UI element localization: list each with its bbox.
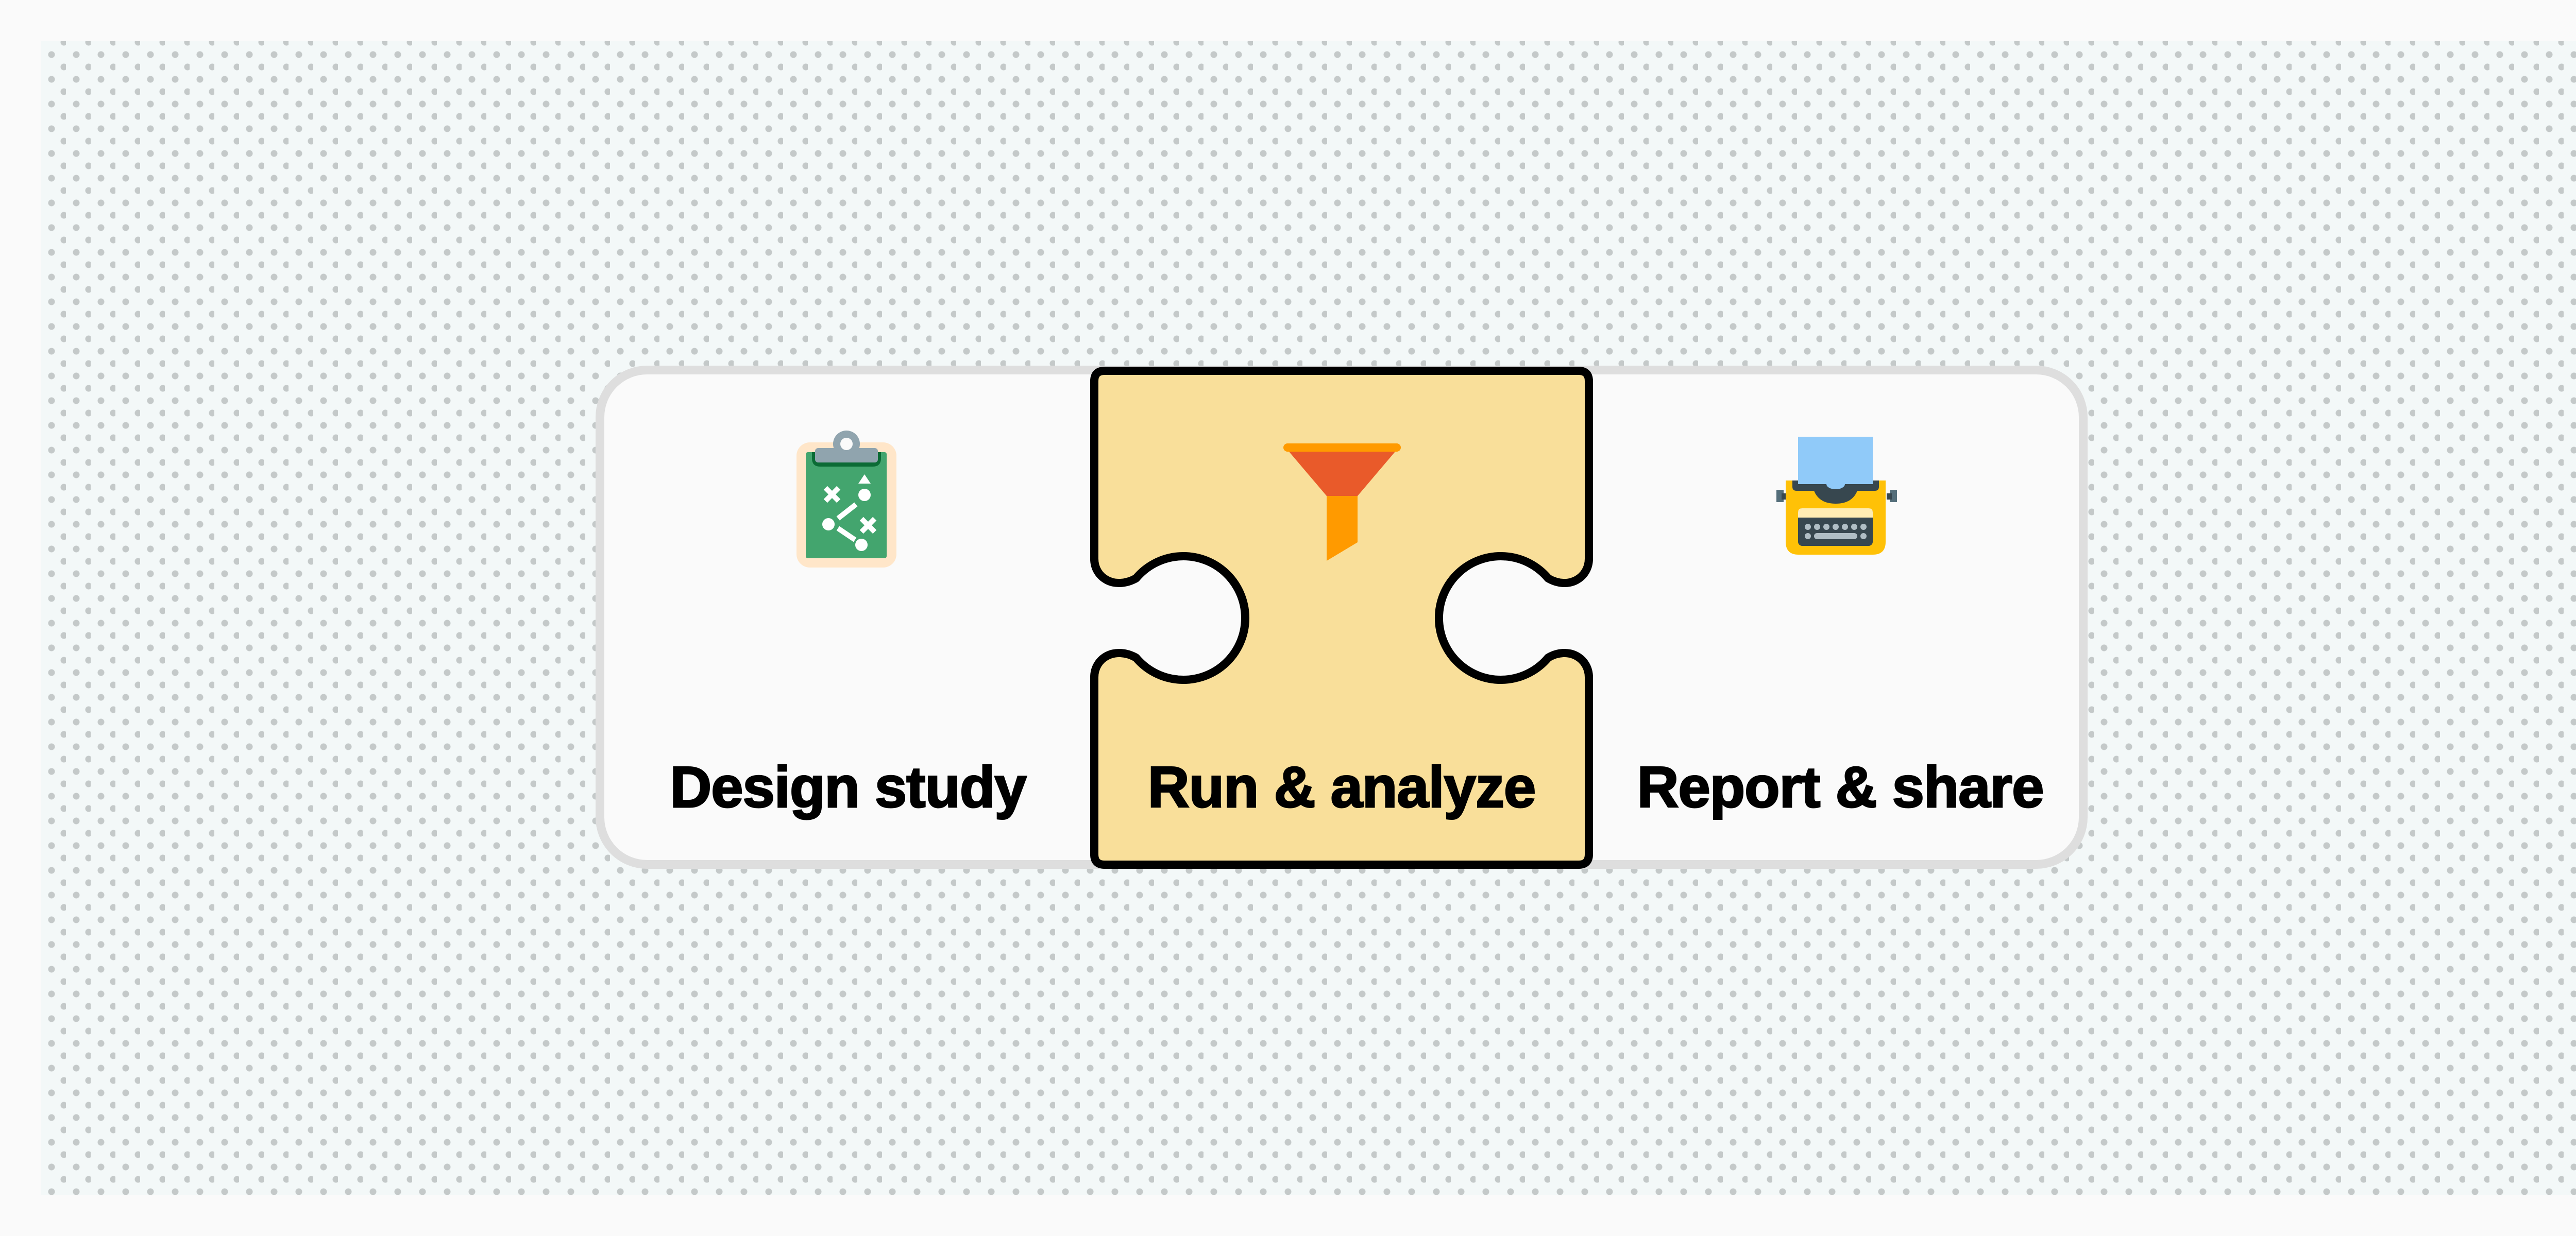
funnel-icon	[1283, 443, 1401, 561]
step-label-design-study: Design study	[669, 754, 1027, 820]
step-label-report-share: Report & share	[1636, 754, 2045, 820]
step-label-run-analyze: Run & analyze	[1147, 754, 1537, 820]
puzzle-piece-shape	[1090, 367, 1593, 869]
typewriter-icon	[1776, 437, 1897, 555]
clipboard-strategy-icon	[796, 431, 896, 568]
